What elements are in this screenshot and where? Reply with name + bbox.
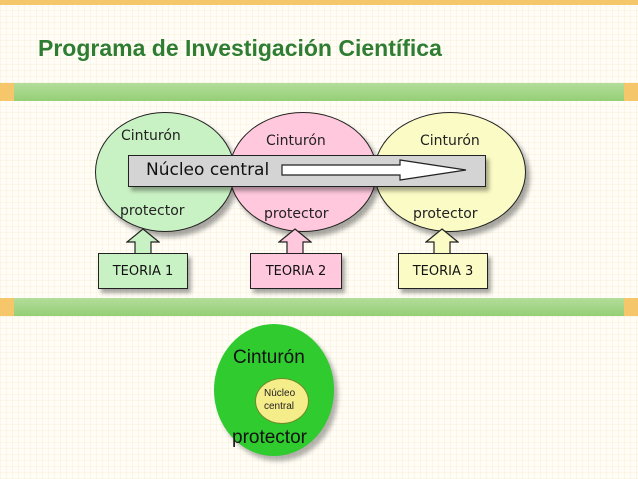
band-stub-right-middle — [624, 298, 638, 316]
belt-3-label-bottom: protector — [413, 206, 478, 222]
single-core-label-line1: Núcleo — [264, 388, 296, 399]
belt-2-label-top: Cinturón — [266, 133, 326, 149]
belt-1-label-bottom: protector — [120, 203, 185, 219]
theory-1-label: TEORIA 1 — [112, 263, 174, 279]
theory-3-label: TEORIA 3 — [412, 263, 474, 279]
belt-1-label-top: Cinturón — [121, 128, 181, 144]
theory-box-2: TEORIA 2 — [250, 253, 342, 289]
theory-box-3: TEORIA 3 — [398, 253, 488, 289]
top-edge-strip — [0, 0, 638, 5]
up-arrow-icon-2 — [278, 228, 312, 255]
band-stub-left-middle — [0, 298, 14, 316]
belt-2-label-bottom: protector — [264, 206, 329, 222]
up-arrow-icon-1 — [126, 228, 160, 255]
right-arrow-icon — [281, 159, 467, 181]
core-bar-label: Núcleo central — [146, 160, 270, 180]
single-belt-label-top: Cinturón — [233, 347, 305, 368]
single-core-label-line2: central — [264, 401, 295, 412]
theory-box-1: TEORIA 1 — [98, 253, 188, 289]
band-stub-left-top — [0, 83, 14, 101]
decorative-band-middle — [0, 298, 638, 316]
theory-2-label: TEORIA 2 — [265, 263, 327, 279]
page-title: Programa de Investigación Científica — [38, 35, 442, 61]
single-belt-label-bottom: protector — [232, 427, 307, 448]
decorative-band-top — [0, 83, 638, 101]
band-stub-right-top — [624, 83, 638, 101]
belt-3-label-top: Cinturón — [420, 133, 480, 149]
up-arrow-icon-3 — [425, 228, 459, 255]
single-core-circle — [255, 378, 309, 424]
